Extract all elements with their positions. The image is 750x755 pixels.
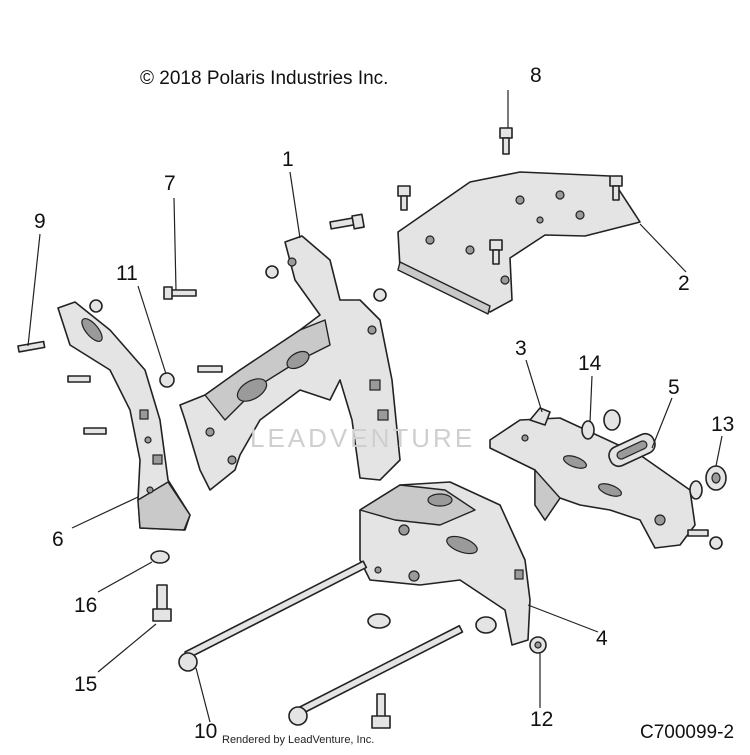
part-15-16-bolt-washer (150, 550, 172, 622)
part-bolt-upper (329, 213, 365, 230)
part-3-right-bracket (489, 407, 696, 549)
watermark: LEADVENTURE (250, 423, 476, 453)
callout-6: 6 (52, 528, 64, 551)
callout-1: 1 (282, 148, 294, 171)
part-1-center-bracket (179, 235, 401, 491)
callout-15: 15 (74, 673, 98, 696)
callout-16: 16 (74, 594, 98, 617)
part-8-bolts (397, 127, 623, 265)
part-10-long-bolts (178, 560, 464, 726)
part-12-nut (529, 636, 547, 654)
callout-3: 3 (515, 337, 527, 360)
copyright-text: © 2018 Polaris Industries Inc. (140, 68, 389, 89)
diagram-code: C700099-2 (640, 722, 735, 743)
callout-10: 10 (194, 720, 218, 743)
part-4-lower-bracket (359, 481, 531, 646)
callout-4: 4 (596, 627, 608, 650)
part-left-bolts (17, 340, 223, 435)
callout-5: 5 (668, 376, 680, 399)
callout-13: 13 (711, 413, 735, 436)
part-small-bolt-right (687, 529, 723, 550)
callout-12: 12 (530, 708, 554, 731)
part-14-washers (581, 409, 703, 500)
rendered-by-text: Rendered by LeadVenture, Inc. (222, 734, 375, 746)
callout-14: 14 (578, 352, 602, 375)
part-5-grommet (608, 432, 656, 468)
callout-11: 11 (116, 262, 138, 285)
part-7-bolt (163, 286, 197, 300)
callout-8: 8 (530, 64, 542, 87)
callout-7: 7 (164, 172, 176, 195)
part-nuts (89, 265, 387, 388)
part-bolt-bottom (371, 693, 391, 729)
part-6-left-bracket (57, 301, 191, 531)
part-washer-center (367, 613, 497, 634)
callout-9: 9 (34, 210, 46, 233)
part-13-bushing (705, 465, 727, 491)
leader-lines (27, 90, 723, 723)
callout-2: 2 (678, 272, 690, 295)
part-2-mounting-plate (397, 171, 641, 315)
